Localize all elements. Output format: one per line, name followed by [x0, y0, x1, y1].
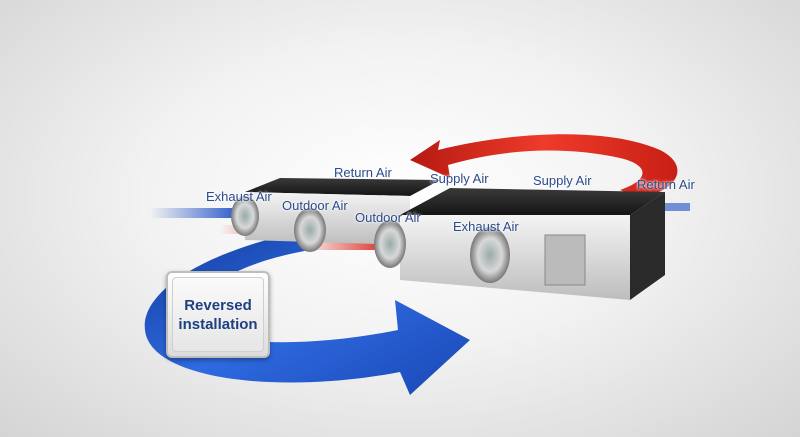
reversed-installation-callout: Reversed installation	[166, 271, 270, 358]
return-air-label-right: Return Air	[637, 177, 695, 192]
return-stream-right	[660, 203, 690, 211]
outdoor-air-label-right: Outdoor Air	[355, 210, 421, 225]
outdoor-air-label-left: Outdoor Air	[282, 198, 348, 213]
ventilation-unit-left	[231, 178, 440, 252]
exhaust-air-label-right: Exhaust Air	[453, 219, 519, 234]
exhaust-air-label-left: Exhaust Air	[206, 189, 272, 204]
return-air-label-left: Return Air	[334, 165, 392, 180]
outdoor-stream-right	[300, 240, 390, 250]
supply-air-label-right: Supply Air	[533, 173, 592, 188]
exhaust-stream-left	[150, 208, 245, 218]
supply-air-label-left: Supply Air	[430, 171, 489, 186]
reversed-installation-text: Reversed installation	[172, 277, 264, 352]
ventilation-unit-right	[374, 188, 665, 300]
supply-air-arc-arrow	[410, 134, 678, 198]
